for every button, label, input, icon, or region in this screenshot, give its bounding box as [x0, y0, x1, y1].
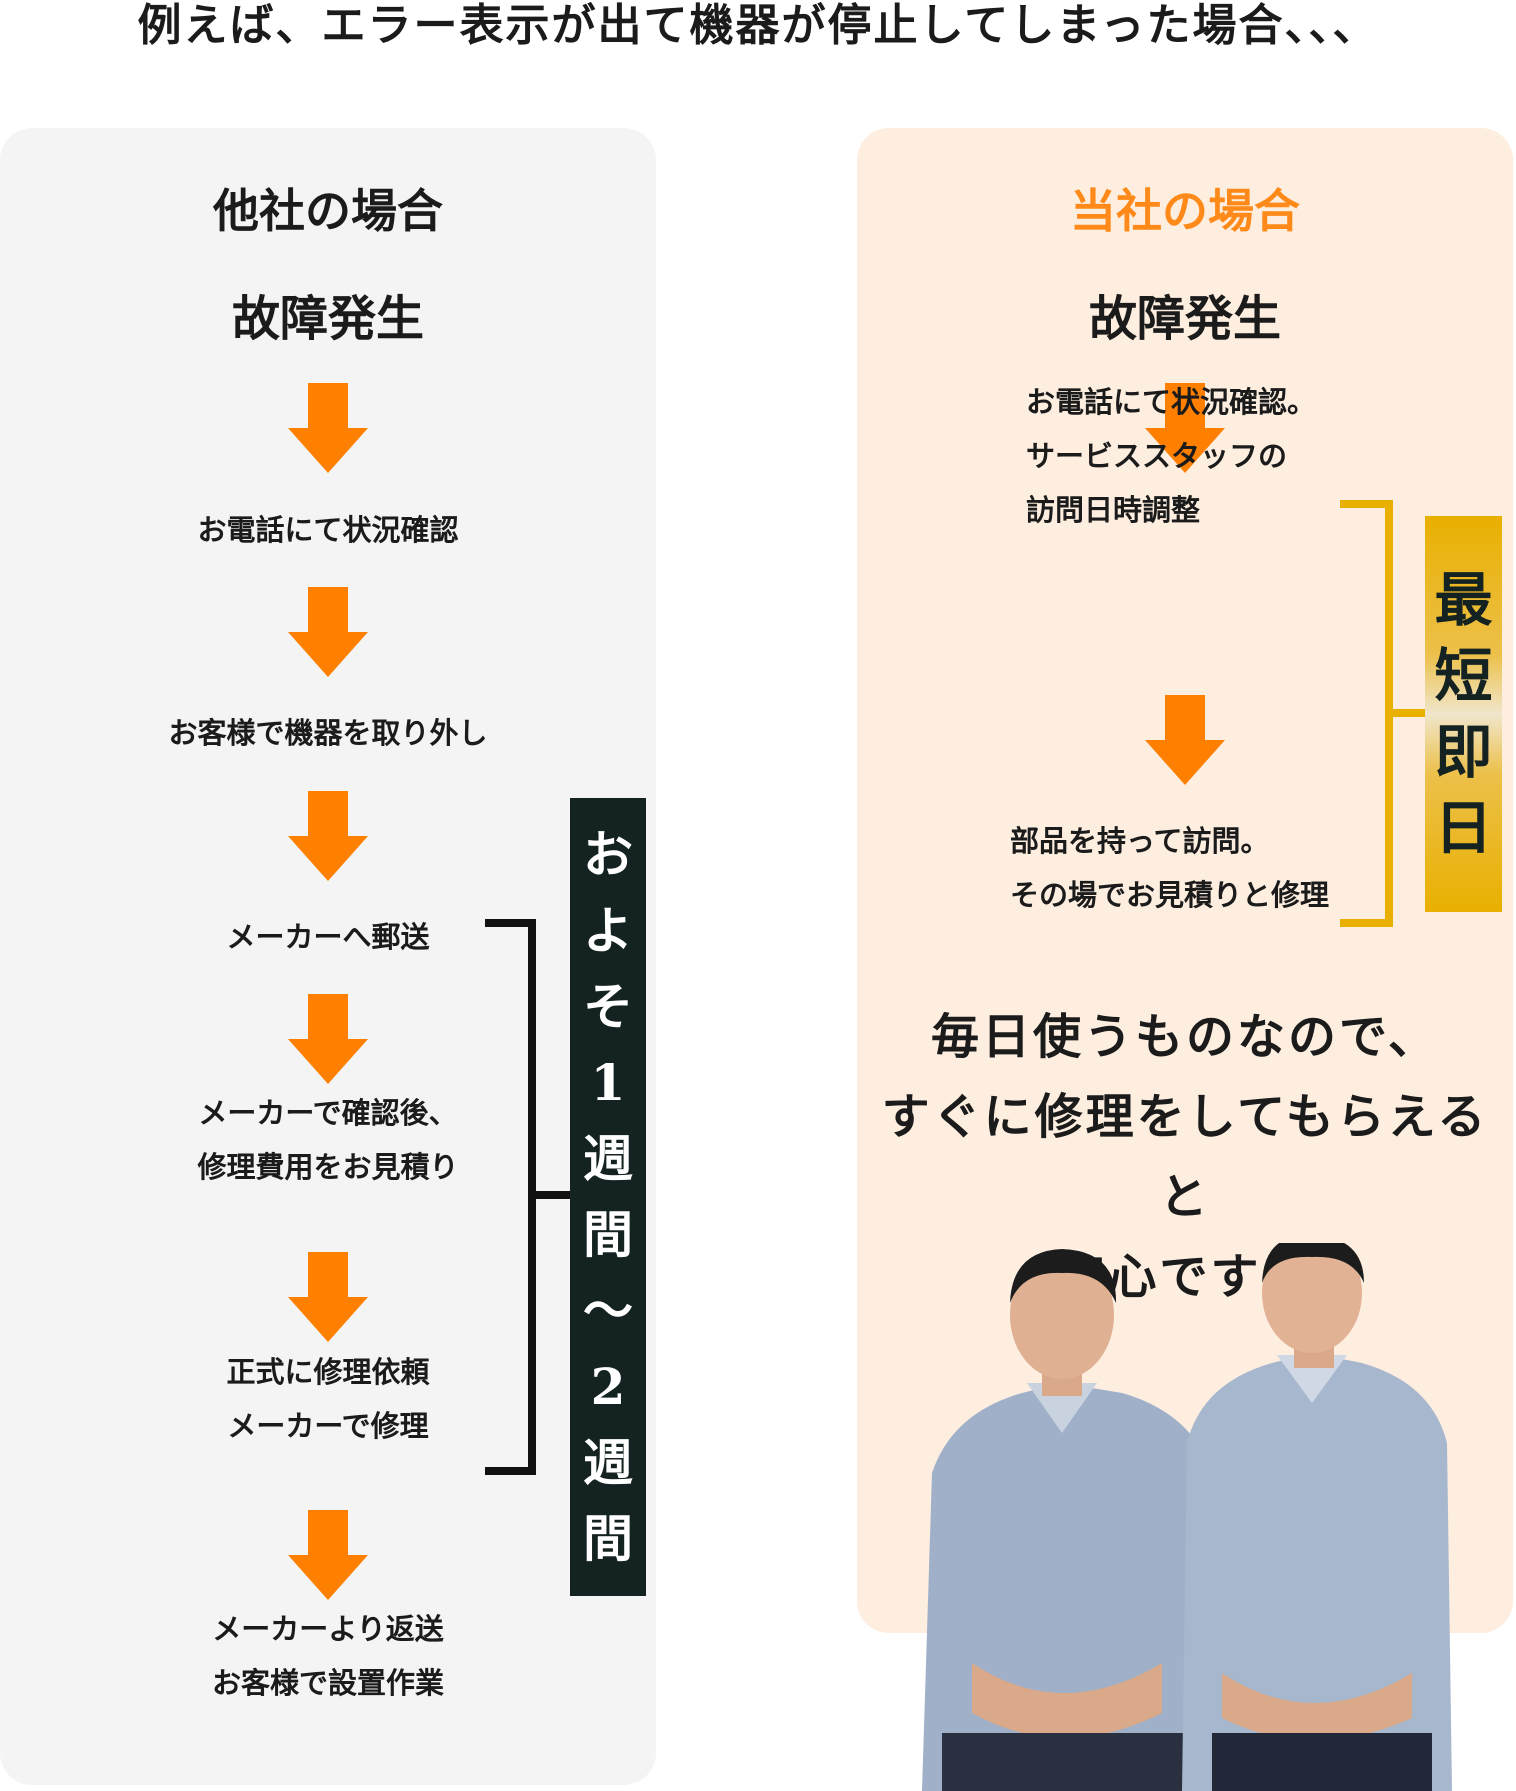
competitor-step: メーカーで確認後、修理費用をお見積り — [0, 1086, 656, 1194]
staff-member-left — [922, 1249, 1212, 1791]
staff-member-right — [1182, 1243, 1452, 1791]
bracket-icon — [485, 919, 573, 1475]
step-line: 正式に修理依頼 — [226, 1355, 430, 1389]
step-line: 修理費用をお見積り — [197, 1150, 459, 1184]
competitor-step: 正式に修理依頼メーカーで修理 — [0, 1345, 656, 1453]
duration-char: 〜 — [583, 1281, 633, 1340]
competitor-heading: 他社の場合 — [213, 184, 443, 238]
competitor-step: メーカーへ郵送 — [0, 910, 656, 964]
our-start: 故障発生 — [1088, 291, 1281, 347]
badge-char: 最 — [1434, 566, 1493, 634]
duration-char: 間 — [583, 1205, 633, 1264]
step-line: メーカーより返送 — [212, 1612, 444, 1646]
step-line: メーカーで修理 — [227, 1409, 429, 1443]
step-line: お電話にて状況確認 — [197, 513, 459, 547]
competitor-step: お電話にて状況確認 — [0, 503, 656, 557]
step-line: お電話にて状況確認。 — [1026, 385, 1317, 419]
duration-char: お — [583, 825, 633, 884]
step-line: その場でお見積りと修理 — [1010, 878, 1330, 912]
page-title: 例えば、エラー表示が出て機器が停止してしまった場合、、、 — [137, 0, 1379, 51]
message: 毎日使うものなので、 すぐに修理をしてもらえると 安心です！ — [857, 997, 1513, 1317]
same-day-badge: 最短即日 — [1425, 516, 1502, 912]
step-line: お客様で機器を取り外し — [168, 716, 488, 750]
duration-char: 間 — [583, 1509, 633, 1568]
arrow-down-icon — [1145, 695, 1225, 785]
arrow-down-icon — [288, 1252, 368, 1342]
our-step-1: お電話にて状況確認。 サービススタッフの 訪問日時調整 — [1026, 375, 1316, 537]
message-line: 毎日使うものなので、 — [930, 1009, 1440, 1065]
arrow-down-icon — [288, 994, 368, 1084]
competitor-start: 故障発生 — [231, 291, 424, 347]
badge-char: 日 — [1434, 794, 1493, 862]
competitor-step: お客様で機器を取り外し — [0, 706, 656, 760]
competitor-panel: 他社の場合 故障発生 お電話にて状況確認お客様で機器を取り外しメーカーへ郵送メー… — [0, 128, 656, 1785]
duration-char: 週 — [583, 1433, 633, 1492]
message-line: すぐに修理をしてもらえると — [881, 1089, 1489, 1225]
duration-char: 1 — [590, 1053, 626, 1112]
duration-char: 週 — [583, 1129, 633, 1188]
step-line: メーカーへ郵送 — [226, 920, 430, 954]
staff-photo — [922, 1243, 1452, 1791]
duration-char: 2 — [590, 1357, 626, 1416]
arrow-down-icon — [1145, 383, 1225, 473]
duration-char: よ — [583, 901, 633, 960]
step-line: 部品を持って訪問。 — [1010, 824, 1270, 858]
step-line: お客様で設置作業 — [211, 1666, 444, 1700]
step-line: メーカーで確認後、 — [198, 1096, 458, 1130]
arrow-down-icon — [288, 587, 368, 677]
our-step-2: 部品を持って訪問。 その場でお見積りと修理 — [1010, 814, 1329, 922]
step-line: サービススタッフの — [1026, 439, 1288, 473]
our-heading: 当社の場合 — [1070, 184, 1300, 238]
badge-char: 即 — [1434, 718, 1493, 786]
arrow-down-icon — [288, 791, 368, 881]
arrow-down-icon — [288, 1510, 368, 1600]
bracket-icon — [1340, 500, 1426, 927]
our-company-panel: 当社の場合 故障発生 お電話にて状況確認。 サービススタッフの 訪問日時調整 部… — [857, 128, 1513, 1633]
duration-char: そ — [583, 977, 633, 1036]
competitor-step: メーカーより返送お客様で設置作業 — [0, 1602, 656, 1710]
step-line: 訪問日時調整 — [1026, 493, 1201, 527]
arrow-down-icon — [288, 383, 368, 473]
badge-char: 短 — [1434, 642, 1493, 710]
